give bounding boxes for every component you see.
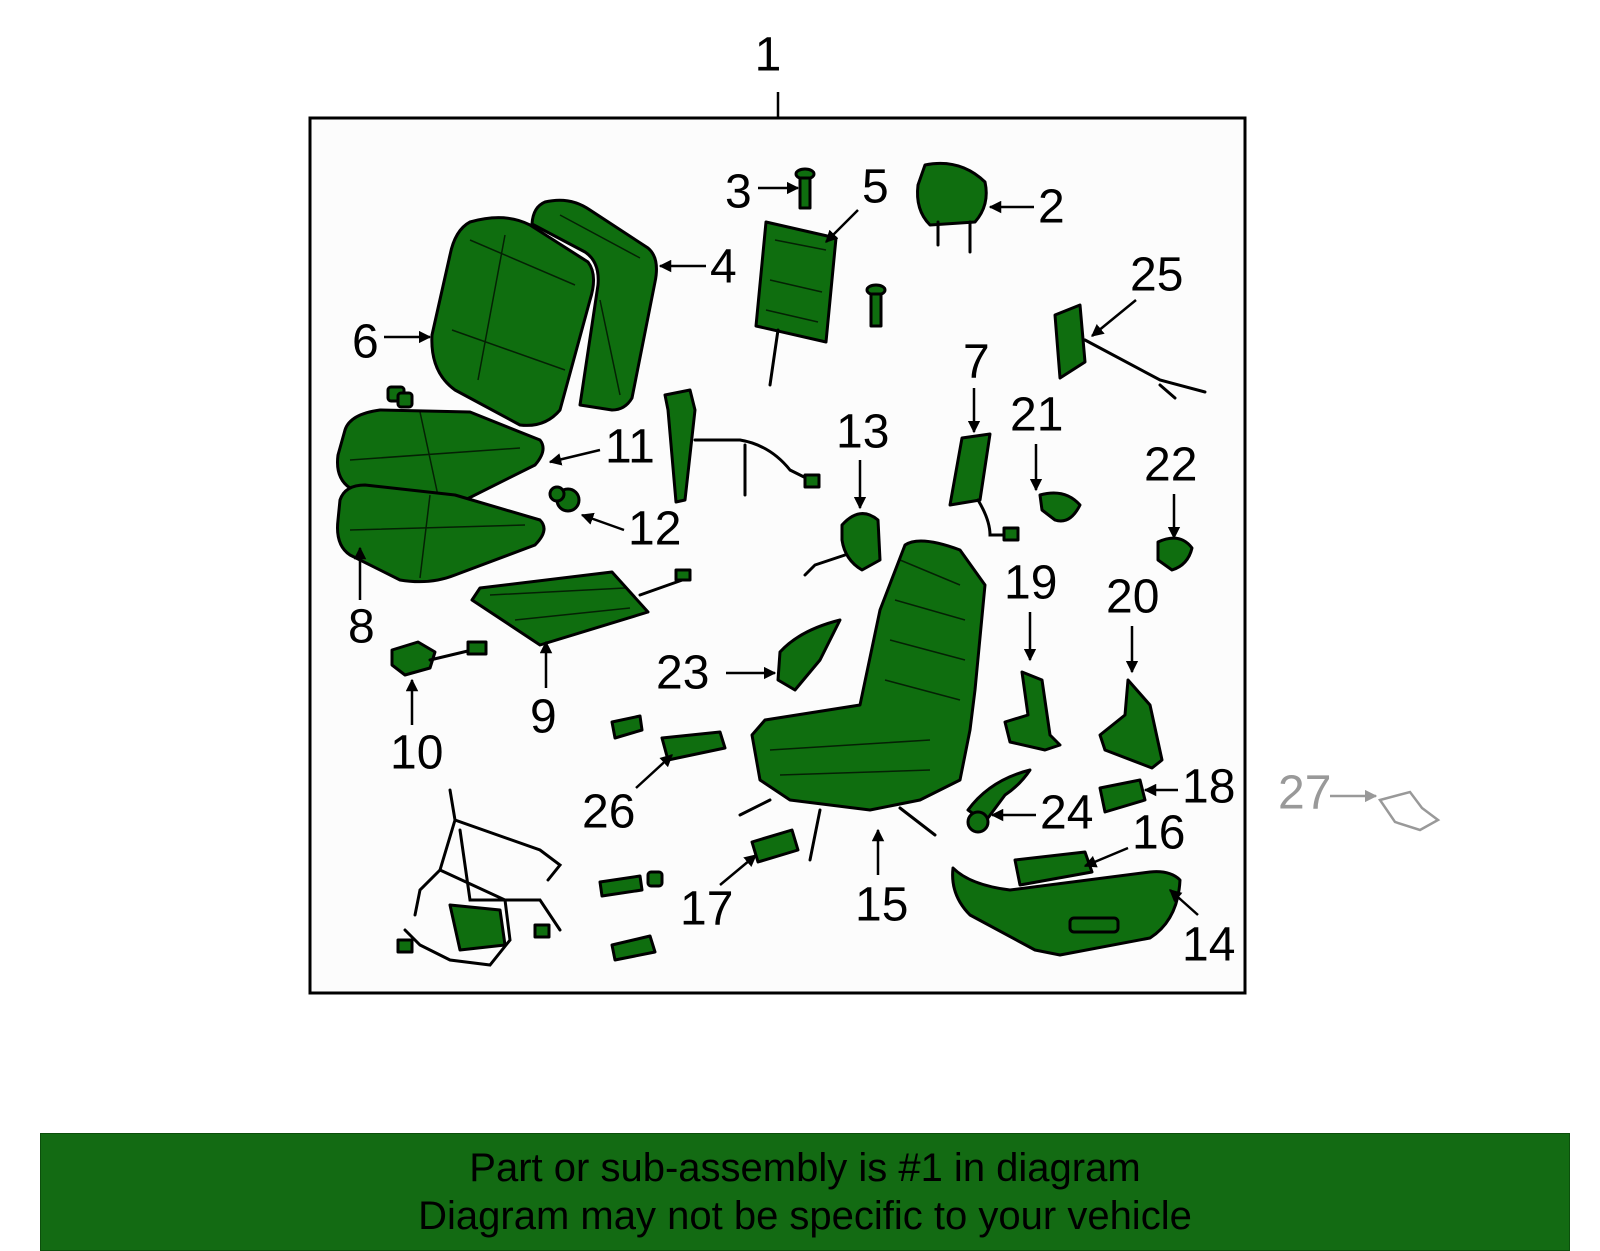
part-14-side-shield[interactable] bbox=[951, 866, 1182, 957]
callout-21[interactable]: 21 bbox=[1010, 389, 1063, 442]
callout-10[interactable]: 10 bbox=[390, 727, 443, 780]
info-banner: Part or sub-assembly is #1 in diagram Di… bbox=[40, 1133, 1570, 1251]
part-4-seatback-pad[interactable] bbox=[530, 198, 658, 412]
callout-23[interactable]: 23 bbox=[656, 647, 709, 700]
part-16-switch-base[interactable] bbox=[1013, 850, 1094, 887]
callout-12[interactable]: 12 bbox=[628, 503, 681, 556]
callout-19[interactable]: 19 bbox=[1004, 557, 1057, 610]
callout-26[interactable]: 26 bbox=[582, 786, 635, 839]
callout-16[interactable]: 16 bbox=[1132, 807, 1185, 860]
part-18-switch[interactable] bbox=[1098, 778, 1147, 814]
callout-11[interactable]: 11 bbox=[605, 421, 655, 474]
callout-22[interactable]: 22 bbox=[1144, 439, 1197, 492]
part-26-switch[interactable] bbox=[660, 730, 727, 762]
callout-20[interactable]: 20 bbox=[1106, 571, 1159, 624]
callout-14[interactable]: 14 bbox=[1182, 919, 1235, 972]
part-21-trim[interactable] bbox=[1038, 491, 1082, 523]
part-25-lumbar[interactable] bbox=[1053, 303, 1207, 400]
part-24-lever[interactable] bbox=[966, 768, 1032, 834]
part-3-guide[interactable] bbox=[794, 167, 816, 210]
bolt-icon bbox=[386, 385, 414, 409]
parts-diagram: 1 bbox=[308, 29, 1441, 995]
callout-2[interactable]: 2 bbox=[1038, 181, 1065, 234]
part-20-bracket[interactable] bbox=[1098, 678, 1164, 770]
buckle-icon bbox=[663, 388, 821, 504]
part-10-connector[interactable] bbox=[390, 640, 488, 677]
part-23-cover[interactable] bbox=[776, 618, 842, 692]
part-11-cushion-cover[interactable] bbox=[336, 408, 545, 513]
part-9-heater-mat[interactable] bbox=[470, 568, 692, 647]
callout-17[interactable]: 17 bbox=[680, 883, 733, 936]
small-parts-icon bbox=[598, 714, 664, 962]
banner-line-1: Part or sub-assembly is #1 in diagram bbox=[469, 1146, 1141, 1190]
part-27-reference[interactable] bbox=[1377, 790, 1441, 832]
wire-harness-icon bbox=[396, 788, 563, 967]
banner-line-2: Diagram may not be specific to your vehi… bbox=[418, 1194, 1192, 1238]
part-7-module[interactable] bbox=[948, 432, 1020, 542]
part-19-bracket[interactable] bbox=[1003, 670, 1062, 752]
leader-lines bbox=[353, 181, 1378, 916]
part-15-seat-frame[interactable] bbox=[738, 539, 987, 862]
callout-25[interactable]: 25 bbox=[1130, 249, 1183, 302]
part-13-recliner-cover[interactable] bbox=[803, 512, 882, 577]
part-8-cushion-pad[interactable] bbox=[336, 483, 546, 584]
callout-7[interactable]: 7 bbox=[963, 336, 990, 389]
callout-13[interactable]: 13 bbox=[836, 406, 889, 459]
callout-27[interactable]: 27 bbox=[1278, 767, 1331, 820]
callout-9[interactable]: 9 bbox=[530, 691, 557, 744]
part-5-seatback-heater[interactable] bbox=[754, 220, 838, 387]
callout-6[interactable]: 6 bbox=[352, 316, 379, 369]
callout-18[interactable]: 18 bbox=[1182, 761, 1235, 814]
callout-24[interactable]: 24 bbox=[1040, 787, 1093, 840]
callout-1[interactable]: 1 bbox=[755, 29, 782, 82]
callout-3[interactable]: 3 bbox=[725, 166, 752, 219]
guide-icon bbox=[865, 283, 887, 328]
part-12-clip[interactable] bbox=[548, 485, 581, 513]
callout-8[interactable]: 8 bbox=[348, 601, 375, 654]
callout-15[interactable]: 15 bbox=[855, 879, 908, 932]
part-2-headrest[interactable] bbox=[916, 161, 988, 254]
part-6-seatback-cover[interactable] bbox=[430, 216, 595, 427]
callout-5[interactable]: 5 bbox=[862, 161, 889, 214]
callout-4[interactable]: 4 bbox=[710, 241, 737, 294]
